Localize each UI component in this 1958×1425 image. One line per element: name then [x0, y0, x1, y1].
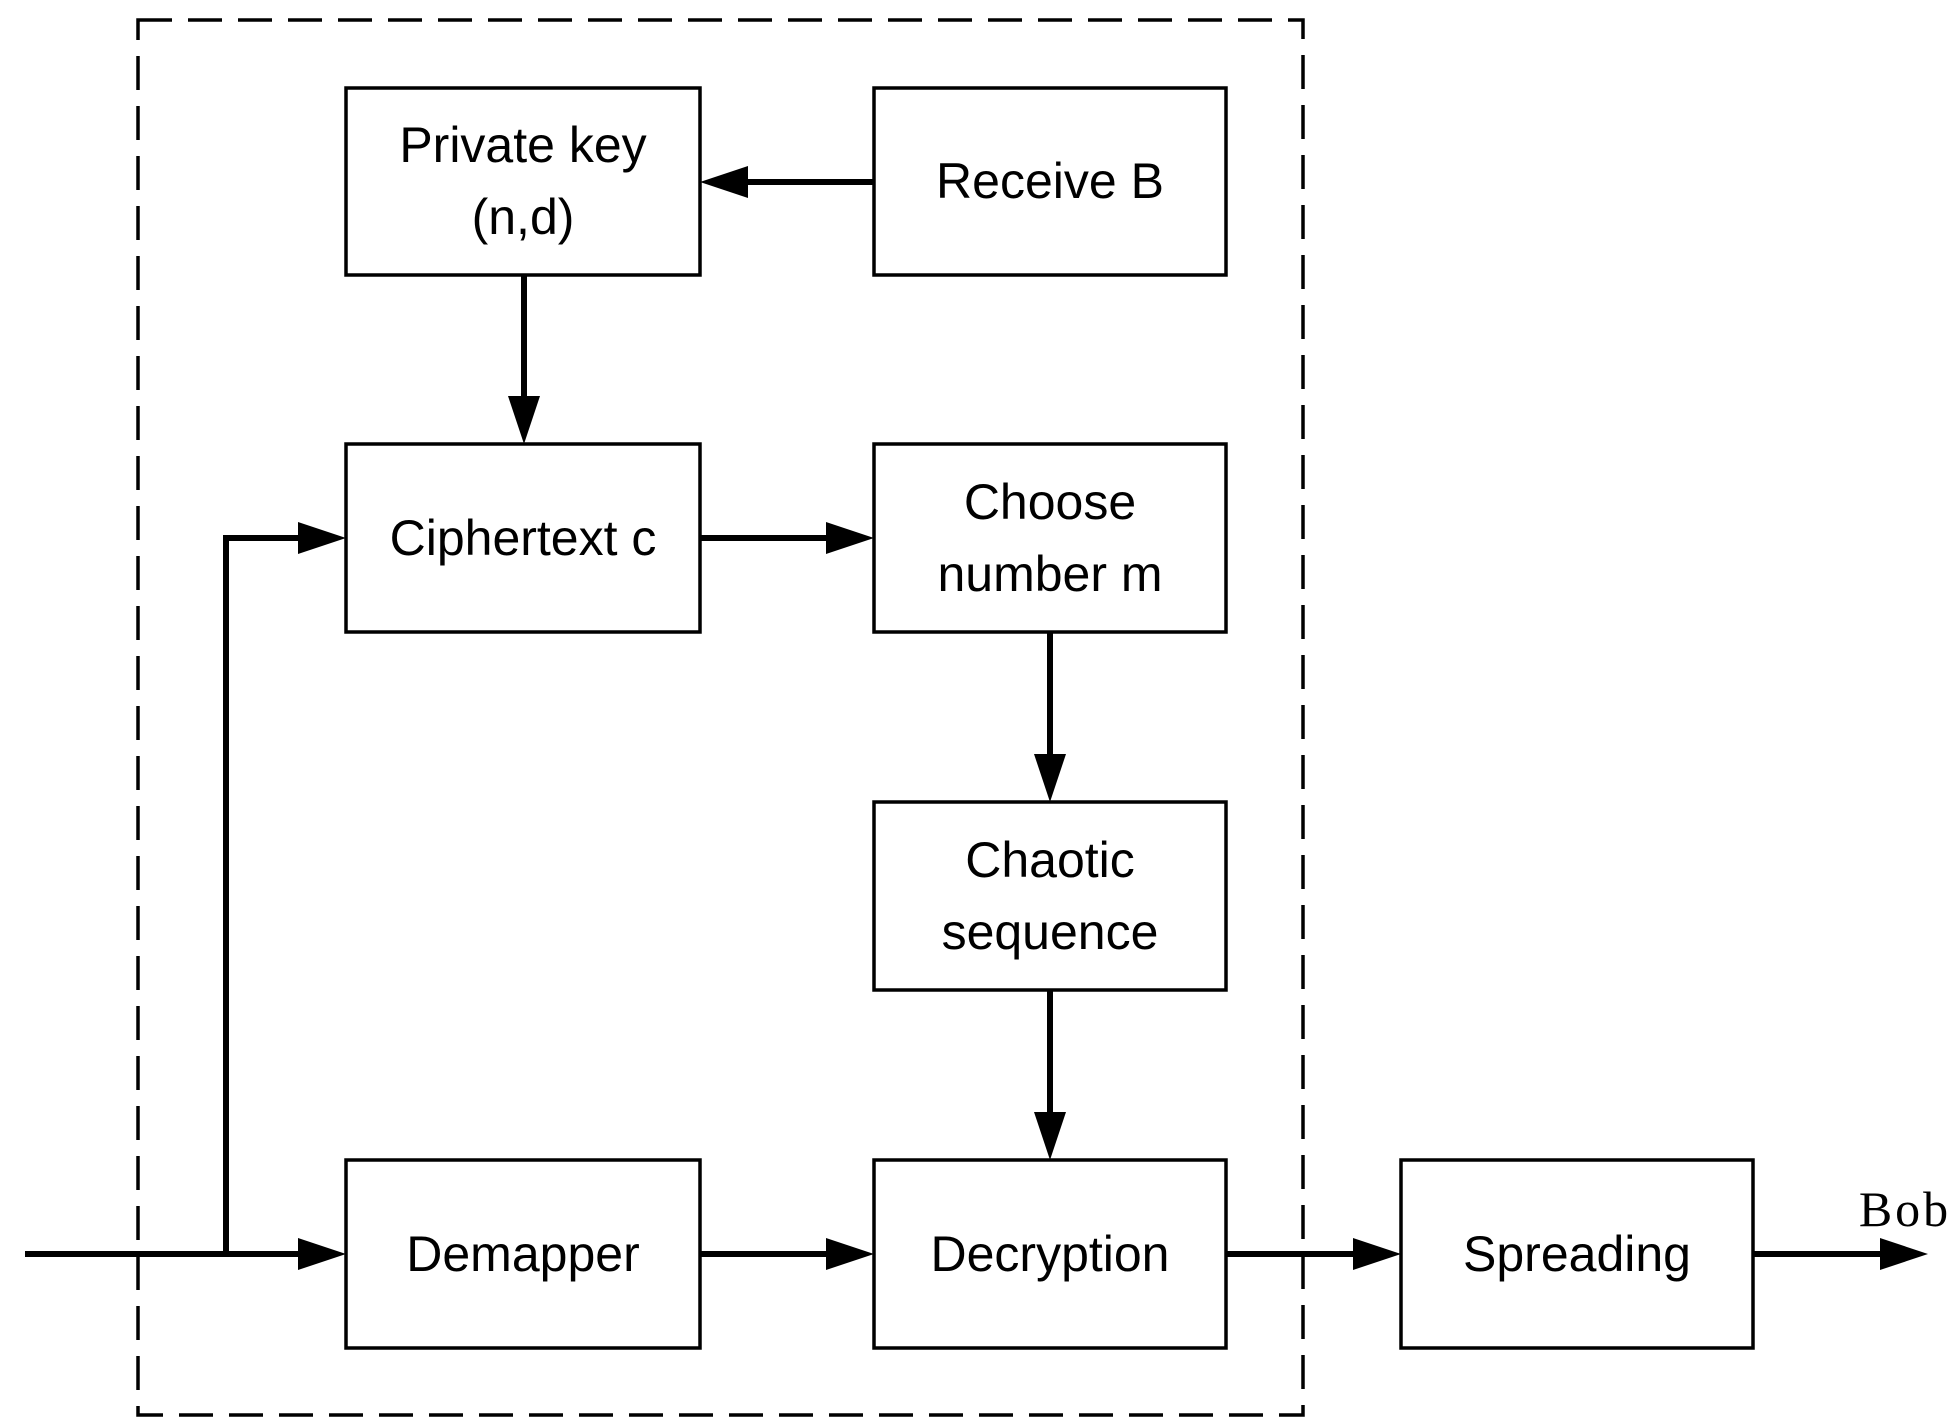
choose-number-block: Choose number m — [872, 442, 1228, 634]
arrow-into-ciphertext — [298, 522, 346, 554]
chaotic-sequence-label-line2: sequence — [942, 904, 1159, 960]
private-key-label-line1: Private key — [399, 117, 646, 173]
choose-number-label-line1: Choose — [964, 474, 1136, 530]
arrow-into-chaotic — [1034, 754, 1066, 802]
demapper-box — [344, 1158, 702, 1350]
private-key-label-line2: (n,d) — [472, 189, 575, 245]
spreading-label: Spreading — [1463, 1226, 1691, 1282]
arrow-into-decryption-top — [1034, 1112, 1066, 1160]
decryption-block: Decryption — [872, 1158, 1228, 1350]
connectors — [25, 166, 1928, 1270]
chaotic-sequence-label-line1: Chaotic — [965, 832, 1135, 888]
ciphertext-label: Ciphertext c — [390, 510, 657, 566]
receive-b-label: Receive B — [936, 153, 1164, 209]
spreading-block: Spreading — [1399, 1158, 1755, 1350]
receive-b-box — [872, 86, 1228, 277]
demapper-block: Demapper — [344, 1158, 702, 1350]
output-label-bob: Bob — [1859, 1181, 1951, 1237]
decryption-box — [872, 1158, 1228, 1350]
decryption-label: Decryption — [931, 1226, 1170, 1282]
chaotic-sequence-box — [872, 800, 1228, 992]
private-key-block: Private key (n,d) — [344, 86, 702, 277]
choose-number-label-line2: number m — [937, 546, 1162, 602]
spreading-box — [1399, 1158, 1755, 1350]
ciphertext-box — [344, 442, 702, 634]
ciphertext-block: Ciphertext c — [344, 442, 702, 634]
arrow-output — [1880, 1238, 1928, 1270]
demapper-label: Demapper — [406, 1226, 639, 1282]
choose-number-box — [872, 442, 1228, 634]
receiver-boundary — [136, 18, 1305, 1417]
private-key-box — [344, 86, 702, 277]
arrow-into-demapper — [298, 1238, 346, 1270]
receive-b-block: Receive B — [872, 86, 1228, 277]
arrow-into-choose-number — [826, 522, 874, 554]
arrow-into-ciphertext-top — [508, 396, 540, 444]
arrow-into-decryption — [826, 1238, 874, 1270]
arrow-into-spreading — [1353, 1238, 1401, 1270]
chaotic-sequence-block: Chaotic sequence — [872, 800, 1228, 992]
arrow-into-private-key — [700, 166, 748, 198]
